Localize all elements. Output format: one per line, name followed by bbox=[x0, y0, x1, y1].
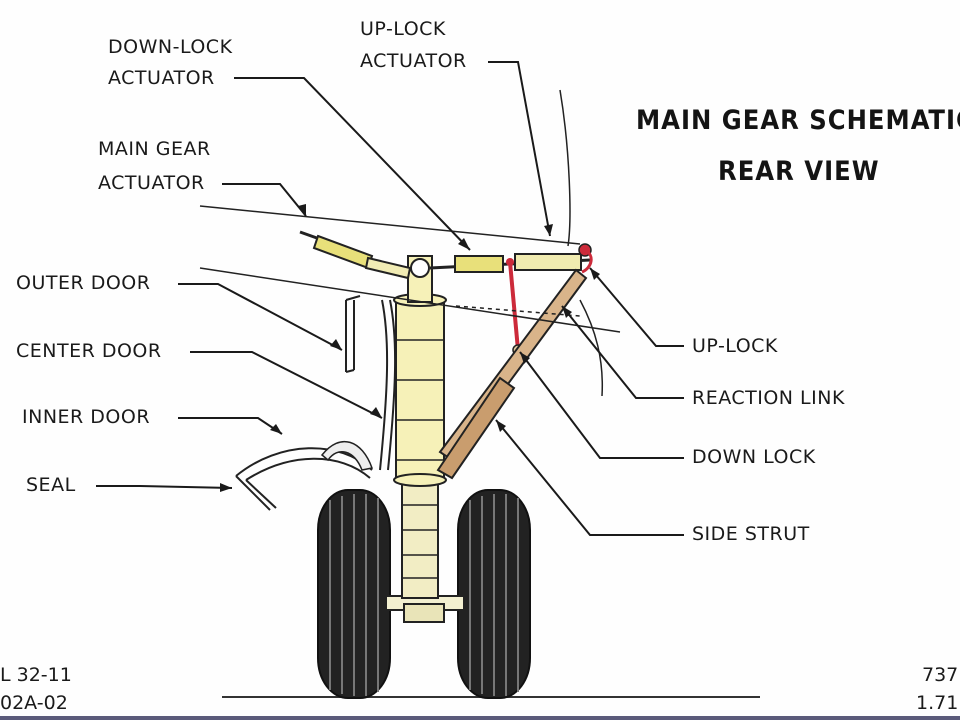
label-main-gear-actuator-2: ACTUATOR bbox=[98, 172, 205, 194]
corner-ref-left-2: 02A-02 bbox=[0, 692, 68, 714]
diagram-title-line1: MAIN GEAR SCHEMATIC bbox=[636, 105, 960, 136]
label-outer-door: OUTER DOOR bbox=[16, 272, 151, 294]
right-tire bbox=[457, 489, 531, 699]
label-inner-door: INNER DOOR bbox=[22, 406, 151, 428]
label-center-door: CENTER DOOR bbox=[16, 340, 162, 362]
corner-ref-right-1: 737 bbox=[922, 664, 959, 686]
leader-arrowheads bbox=[220, 204, 600, 492]
side-strut-shape bbox=[436, 268, 588, 480]
label-down-lock-actuator-1: DOWN-LOCK bbox=[108, 36, 233, 58]
outer-door-shape bbox=[345, 295, 361, 373]
left-tire bbox=[317, 489, 391, 699]
corner-ref-right-2: 1.71 bbox=[916, 692, 959, 714]
label-seal: SEAL bbox=[26, 474, 76, 496]
label-up-lock-actuator-1: UP-LOCK bbox=[360, 18, 446, 40]
label-up-lock-actuator-2: ACTUATOR bbox=[360, 50, 467, 72]
label-side-strut: SIDE STRUT bbox=[692, 523, 810, 545]
leader-lines bbox=[96, 61, 684, 536]
seal-shape bbox=[320, 440, 373, 471]
shock-strut bbox=[393, 255, 447, 599]
label-down-lock: DOWN LOCK bbox=[692, 446, 816, 468]
label-main-gear-actuator-1: MAIN GEAR bbox=[98, 138, 211, 160]
label-up-lock: UP-LOCK bbox=[692, 335, 778, 357]
center-door-shape bbox=[379, 299, 397, 471]
bottom-border bbox=[0, 716, 960, 720]
uplock-actuator-assembly bbox=[429, 243, 593, 274]
corner-ref-left-1: L 32-11 bbox=[0, 664, 72, 686]
label-down-lock-actuator-2: ACTUATOR bbox=[108, 67, 215, 89]
main-gear-actuator-shape bbox=[299, 230, 412, 280]
down-lock-link bbox=[506, 258, 524, 356]
diagram-title-line2: REAR VIEW bbox=[718, 156, 880, 187]
fuselage-contour bbox=[199, 89, 621, 397]
label-reaction-link: REACTION LINK bbox=[692, 387, 845, 409]
axle bbox=[385, 595, 465, 623]
